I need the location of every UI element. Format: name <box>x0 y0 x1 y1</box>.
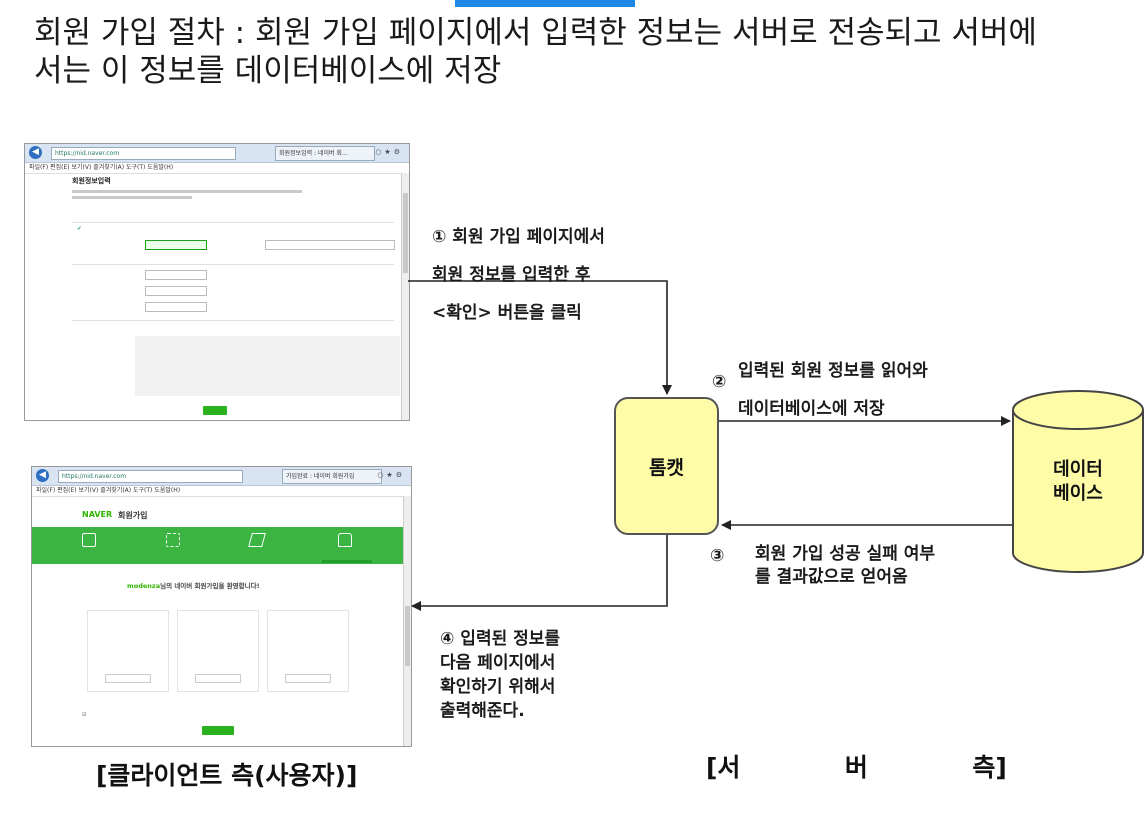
confirm-button-mock <box>202 726 234 735</box>
lock-icon <box>338 533 352 547</box>
form-divider <box>72 264 394 265</box>
step1-note: ① 회원 가입 페이지에서 회원 정보를 입력한 후 <확인> 버튼을 클릭 <box>432 227 605 323</box>
address-bar: https://nid.naver.com <box>58 470 243 483</box>
password-confirm-field-mock <box>145 286 207 296</box>
signup-form-screenshot: ◀ https://nid.naver.com 회원정보입력 : 네이버 회..… <box>24 143 410 421</box>
browser-tab: 가입완료 : 네이버 회원가입 <box>282 469 382 484</box>
form-divider <box>72 222 394 223</box>
terms-check-icon <box>82 533 96 547</box>
service-card <box>267 610 349 692</box>
current-step-indicator <box>322 560 372 563</box>
window-controls-icon: ○★⚙ <box>375 148 403 156</box>
browser-tab: 회원정보입력 : 네이버 회... <box>275 146 375 161</box>
database-label: 데이터 베이스 <box>1053 459 1103 504</box>
scrollbar <box>403 496 411 746</box>
address-bar: https://nid.naver.com <box>51 147 236 160</box>
arrow-response <box>411 535 668 611</box>
form-divider <box>72 320 394 321</box>
verify-icon <box>166 533 180 547</box>
arrow-request <box>408 280 672 395</box>
service-card <box>87 610 169 692</box>
welcome-text: 님의 네이버 회원가입을 환영합니다! <box>160 582 260 590</box>
menu-bar: 파일(F) 편집(E) 보기(V) 즐겨찾기(A) 도구(T) 도움말(H) <box>32 486 411 497</box>
form-description-line <box>72 190 302 193</box>
back-arrow-icon: ◀ <box>29 146 42 159</box>
scrollbar <box>401 173 409 420</box>
menu-bar: 파일(F) 편집(E) 보기(V) 즐겨찾기(A) 도구(T) 도움말(H) <box>25 163 409 174</box>
naver-header <box>32 505 404 527</box>
signup-heading: 회원가입 <box>118 511 148 520</box>
browser-chrome: ◀ https://nid.naver.com 회원정보입력 : 네이버 회..… <box>25 144 409 163</box>
field-label-marker: ✔ <box>77 226 82 232</box>
step2-marker: ② <box>712 372 727 392</box>
step2-note: 입력된 회원 정보를 읽어와 데이터베이스에 저장 <box>738 361 928 419</box>
confirm-button-mock <box>203 406 227 415</box>
id-field-mock <box>145 240 207 250</box>
back-arrow-icon: ◀ <box>36 469 49 482</box>
welcome-user: modenza <box>127 582 161 590</box>
service-card <box>177 610 259 692</box>
tomcat-server: 톰캣 <box>614 397 719 535</box>
form-title: 회원정보입력 <box>72 177 111 185</box>
signup-complete-screenshot: ◀ https://nid.naver.com 가입완료 : 네이버 회원가입 … <box>31 466 412 747</box>
step3-marker: ③ <box>710 546 725 566</box>
checkbox-icon: ☑ <box>82 712 87 718</box>
page-title: 회원 가입 절차 : 회원 가입 페이지에서 입력한 정보는 서버로 전송되고 … <box>34 15 1037 89</box>
server-side-caption: [서 버 측] <box>706 753 1007 782</box>
welcome-message: modenza님의 네이버 회원가입을 환영합니다! <box>127 580 260 590</box>
database-cylinder <box>1012 390 1144 573</box>
address-section-mock <box>135 336 400 396</box>
step3-note: 회원 가입 성공 실패 여부 를 결과값으로 얻어옴 <box>755 544 936 587</box>
window-controls-icon: ○★⚙ <box>377 471 405 479</box>
form-description-line <box>72 196 192 199</box>
step4-note: ④ 입력된 정보를 다음 페이지에서 확인하기 위해서 출력해준다. <box>440 629 561 721</box>
signup-steps-bar <box>32 527 404 564</box>
naver-logo: NAVER <box>82 510 113 519</box>
email-field-mock <box>145 302 207 312</box>
browser-chrome: ◀ https://nid.naver.com 가입완료 : 네이버 회원가입 … <box>32 467 411 486</box>
client-side-caption: [클라이언트 측(사용자)] <box>96 761 358 790</box>
password-field-mock <box>145 270 207 280</box>
top-accent-bar <box>455 0 635 7</box>
id-hint-box <box>265 240 395 250</box>
